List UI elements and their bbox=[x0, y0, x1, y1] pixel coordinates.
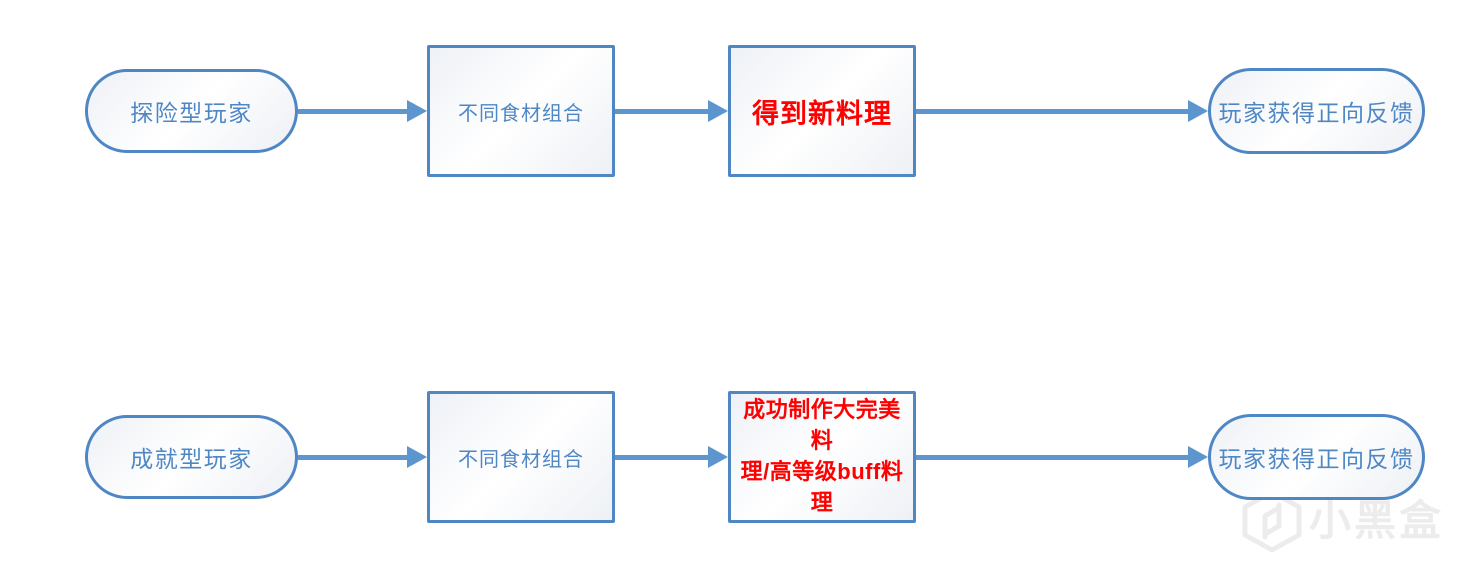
arrow-head-icon bbox=[708, 100, 728, 122]
arrow-head-icon bbox=[407, 446, 427, 468]
arrow-shaft bbox=[298, 108, 407, 114]
node-label: 成就型玩家 bbox=[130, 446, 253, 472]
arrow-shaft bbox=[615, 108, 708, 114]
node-label: 玩家获得正向反馈 bbox=[1218, 446, 1415, 472]
node-label: 不同食材组合 bbox=[458, 448, 584, 471]
arrow-head-icon bbox=[1188, 100, 1208, 122]
arrow-shaft bbox=[615, 454, 708, 460]
node-explorer-player: 探险型玩家 bbox=[85, 69, 298, 153]
node-achiever-player: 成就型玩家 bbox=[85, 415, 298, 499]
flow-arrow bbox=[298, 100, 427, 122]
arrow-shaft bbox=[916, 454, 1188, 460]
arrow-head-icon bbox=[407, 100, 427, 122]
node-ingredient-combos: 不同食材组合 bbox=[427, 391, 615, 523]
node-positive-feedback: 玩家获得正向反馈 bbox=[1208, 68, 1425, 154]
node-label: 玩家获得正向反馈 bbox=[1218, 100, 1415, 126]
node-new-dish: 得到新料理 bbox=[728, 45, 916, 177]
watermark-xiaoheihe: 小黑盒 bbox=[1240, 489, 1444, 553]
arrow-shaft bbox=[916, 108, 1188, 114]
node-label: 不同食材组合 bbox=[458, 102, 584, 125]
flow-arrow bbox=[916, 446, 1208, 468]
arrow-shaft bbox=[298, 454, 407, 460]
node-ingredient-combos: 不同食材组合 bbox=[427, 45, 615, 177]
flow-row-explorer: 探险型玩家 不同食材组合 得到新料理 玩家获得正向反馈 bbox=[0, 45, 1463, 177]
node-label-emphasized: 得到新料理 bbox=[752, 98, 892, 129]
flow-arrow bbox=[615, 446, 728, 468]
arrow-head-icon bbox=[1188, 446, 1208, 468]
watermark-text: 小黑盒 bbox=[1309, 497, 1445, 544]
flow-arrow bbox=[298, 446, 427, 468]
xiaoheihe-box-logo-icon bbox=[1242, 489, 1302, 553]
node-perfect-dish: 成功制作大完美料 理/高等级buff料理 bbox=[728, 391, 916, 523]
arrow-head-icon bbox=[708, 446, 728, 468]
node-positive-feedback: 玩家获得正向反馈 bbox=[1208, 414, 1425, 500]
node-label: 探险型玩家 bbox=[130, 100, 253, 126]
flow-arrow bbox=[916, 100, 1208, 122]
node-label-emphasized: 成功制作大完美料 理/高等级buff料理 bbox=[740, 397, 904, 515]
flow-row-achiever: 成就型玩家 不同食材组合 成功制作大完美料 理/高等级buff料理 玩家获得正向… bbox=[0, 391, 1463, 523]
flow-arrow bbox=[615, 100, 728, 122]
